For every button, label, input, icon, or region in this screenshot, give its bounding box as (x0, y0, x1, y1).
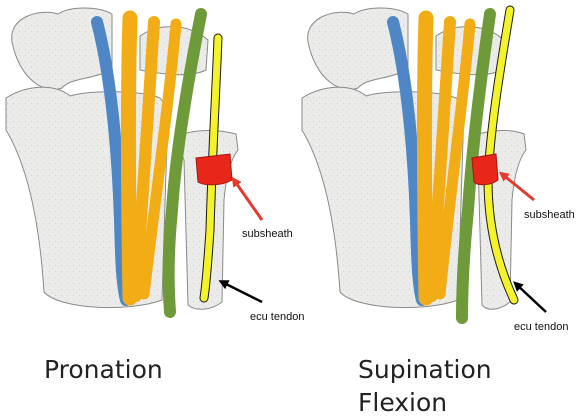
ecu-tendon-label: ecu tendon (250, 311, 304, 323)
pronation-caption: Pronation (44, 355, 163, 384)
pronation-panel: subsheath ecu tendon Pronation (6, 8, 304, 384)
supination-panel: subsheath ecu tendon Supination Flexion (302, 8, 575, 416)
subsheath-label: subsheath (242, 228, 293, 240)
subsheath-arrow (234, 180, 262, 220)
supination-caption: Supination (358, 355, 492, 384)
ecu-tendon-arrow (222, 282, 262, 302)
flexion-caption: Flexion (358, 388, 447, 416)
ecu-tendon-arrow (516, 284, 546, 312)
subsheath (472, 154, 498, 185)
subsheath (196, 154, 232, 185)
orange-tendon-1 (425, 18, 427, 298)
orange-tendon-1 (129, 18, 131, 298)
subsheath-label: subsheath (524, 209, 575, 221)
ecu-tendon-label: ecu tendon (514, 321, 568, 333)
